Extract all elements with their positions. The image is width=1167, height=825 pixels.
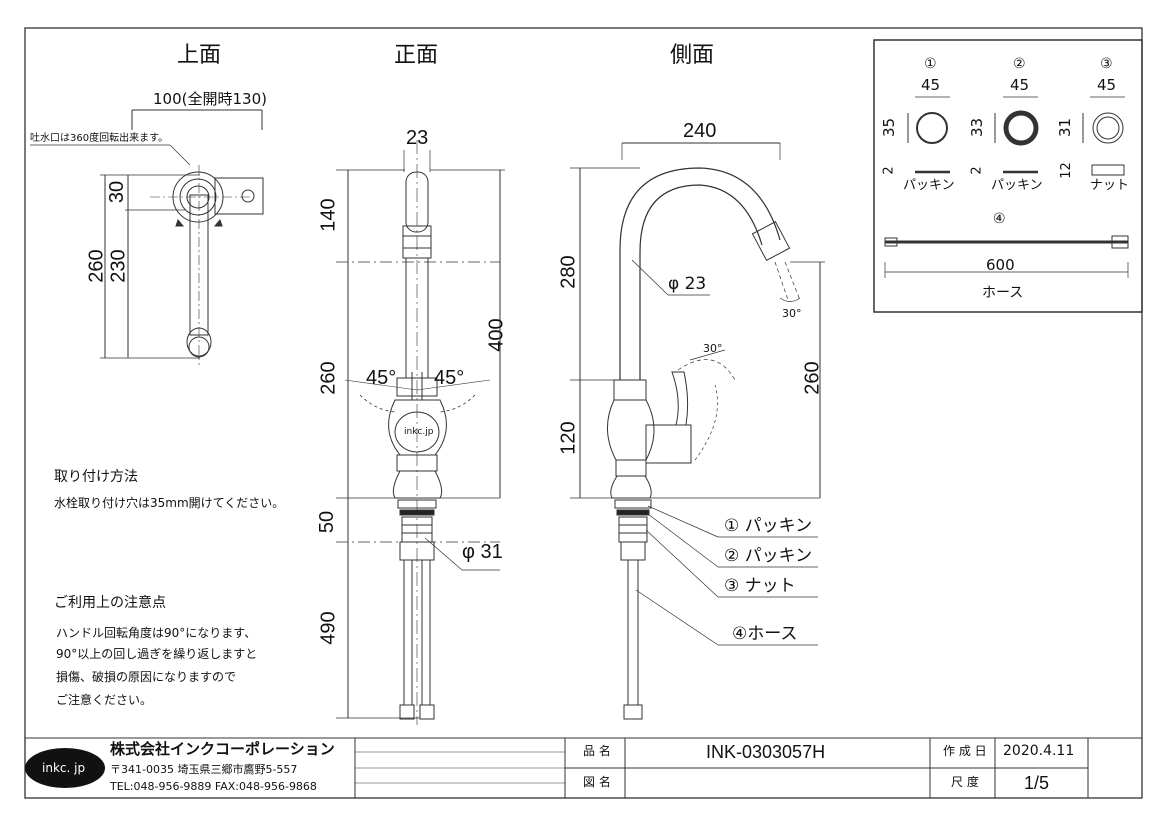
part-3-thick: 12 [1058, 162, 1074, 179]
hose-num: ④ [993, 211, 1006, 227]
company-contact: TEL:048-956-9889 FAX:048-956-9868 [110, 780, 317, 793]
hose-length: 600 [986, 256, 1015, 274]
drawing-label: 図 名 [583, 775, 611, 789]
front-angle-left: 45° [366, 367, 397, 389]
front-angle-right: 45° [434, 367, 465, 389]
side-diameter: φ 23 [668, 274, 707, 294]
parts-box-drawing [873, 39, 1143, 313]
part-1-thick: 2 [881, 166, 897, 175]
top-dim-30: 30 [106, 180, 129, 204]
part-3-label: ナット [1090, 178, 1130, 193]
callout-2: ② パッキン [724, 546, 813, 566]
caution-title: ご利用上の注意点 [54, 595, 166, 611]
part-1-num: ① [924, 56, 937, 72]
front-dim-400: 400 [485, 318, 508, 352]
callout-3: ③ ナット [724, 576, 796, 596]
product-label: 品 名 [583, 744, 611, 758]
front-body-logo: inkc.jp [404, 427, 434, 437]
side-handle-angle: 30° [703, 342, 723, 355]
top-dim-open: 100(全開時130) [153, 90, 267, 108]
part-2-height: 33 [968, 117, 987, 138]
caution-line-1: ハンドル回転角度は90°になります、 [56, 626, 257, 640]
callout-1: ① パッキン [724, 516, 813, 536]
part-1-label: パッキン [903, 178, 955, 193]
company-name: 株式会社インクコーポレーション [110, 740, 335, 758]
company-logo: inkc. jp [42, 761, 86, 775]
scale-value: 1/5 [1024, 773, 1050, 793]
top-view-drawing [30, 109, 264, 365]
scale-label: 尺 度 [951, 775, 979, 789]
side-view-title: 側面 [670, 43, 715, 68]
side-view-drawing [570, 142, 825, 720]
top-view-title: 上面 [177, 43, 222, 68]
title-block-grid [25, 737, 1142, 798]
date-value: 2020.4.11 [1003, 743, 1075, 759]
side-dim-280: 280 [557, 255, 580, 289]
front-dim-50: 50 [316, 510, 339, 534]
side-dim-120: 120 [557, 421, 580, 455]
side-dim-240: 240 [683, 120, 717, 142]
company-address: 〒341-0035 埼玉県三郷市鷹野5-557 [110, 763, 298, 776]
part-1-width: 45 [921, 76, 941, 94]
drawing-border [24, 27, 1143, 799]
date-label: 作 成 日 [943, 744, 987, 758]
front-dim-260: 260 [317, 361, 340, 395]
hose-label: ホース [982, 285, 1024, 301]
install-text: 水栓取り付け穴は35mm開けてください。 [54, 496, 285, 510]
part-2-width: 45 [1010, 76, 1030, 94]
part-3-width: 45 [1097, 76, 1117, 94]
front-diameter: φ 31 [462, 541, 503, 563]
front-view-drawing [336, 140, 505, 725]
front-dim-23: 23 [406, 127, 429, 149]
callout-4: ④ホース [732, 624, 798, 644]
top-dim-260: 260 [85, 249, 108, 283]
front-dim-490: 490 [317, 611, 340, 645]
product-value: INK-0303057H [706, 742, 826, 762]
part-2-num: ② [1013, 56, 1026, 72]
rotation-note: 吐水口は360度回転出来ます。 [30, 133, 169, 144]
part-2-label: パッキン [991, 178, 1043, 193]
side-spout-angle: 30° [782, 307, 802, 320]
caution-line-3: 損傷、破損の原因になりますので [56, 670, 237, 684]
part-3-height: 31 [1056, 117, 1075, 138]
side-dim-260: 260 [801, 361, 824, 395]
front-dim-140: 140 [317, 198, 340, 232]
install-title: 取り付け方法 [54, 469, 138, 485]
caution-line-4: ご注意ください。 [56, 693, 153, 707]
top-dim-230: 230 [107, 249, 130, 283]
front-view-title: 正面 [394, 43, 439, 68]
part-3-num: ③ [1100, 56, 1113, 72]
part-2-thick: 2 [969, 166, 985, 175]
caution-line-2: 90°以上の回し過ぎを繰り返しますと [56, 647, 258, 661]
part-1-height: 35 [880, 117, 899, 138]
